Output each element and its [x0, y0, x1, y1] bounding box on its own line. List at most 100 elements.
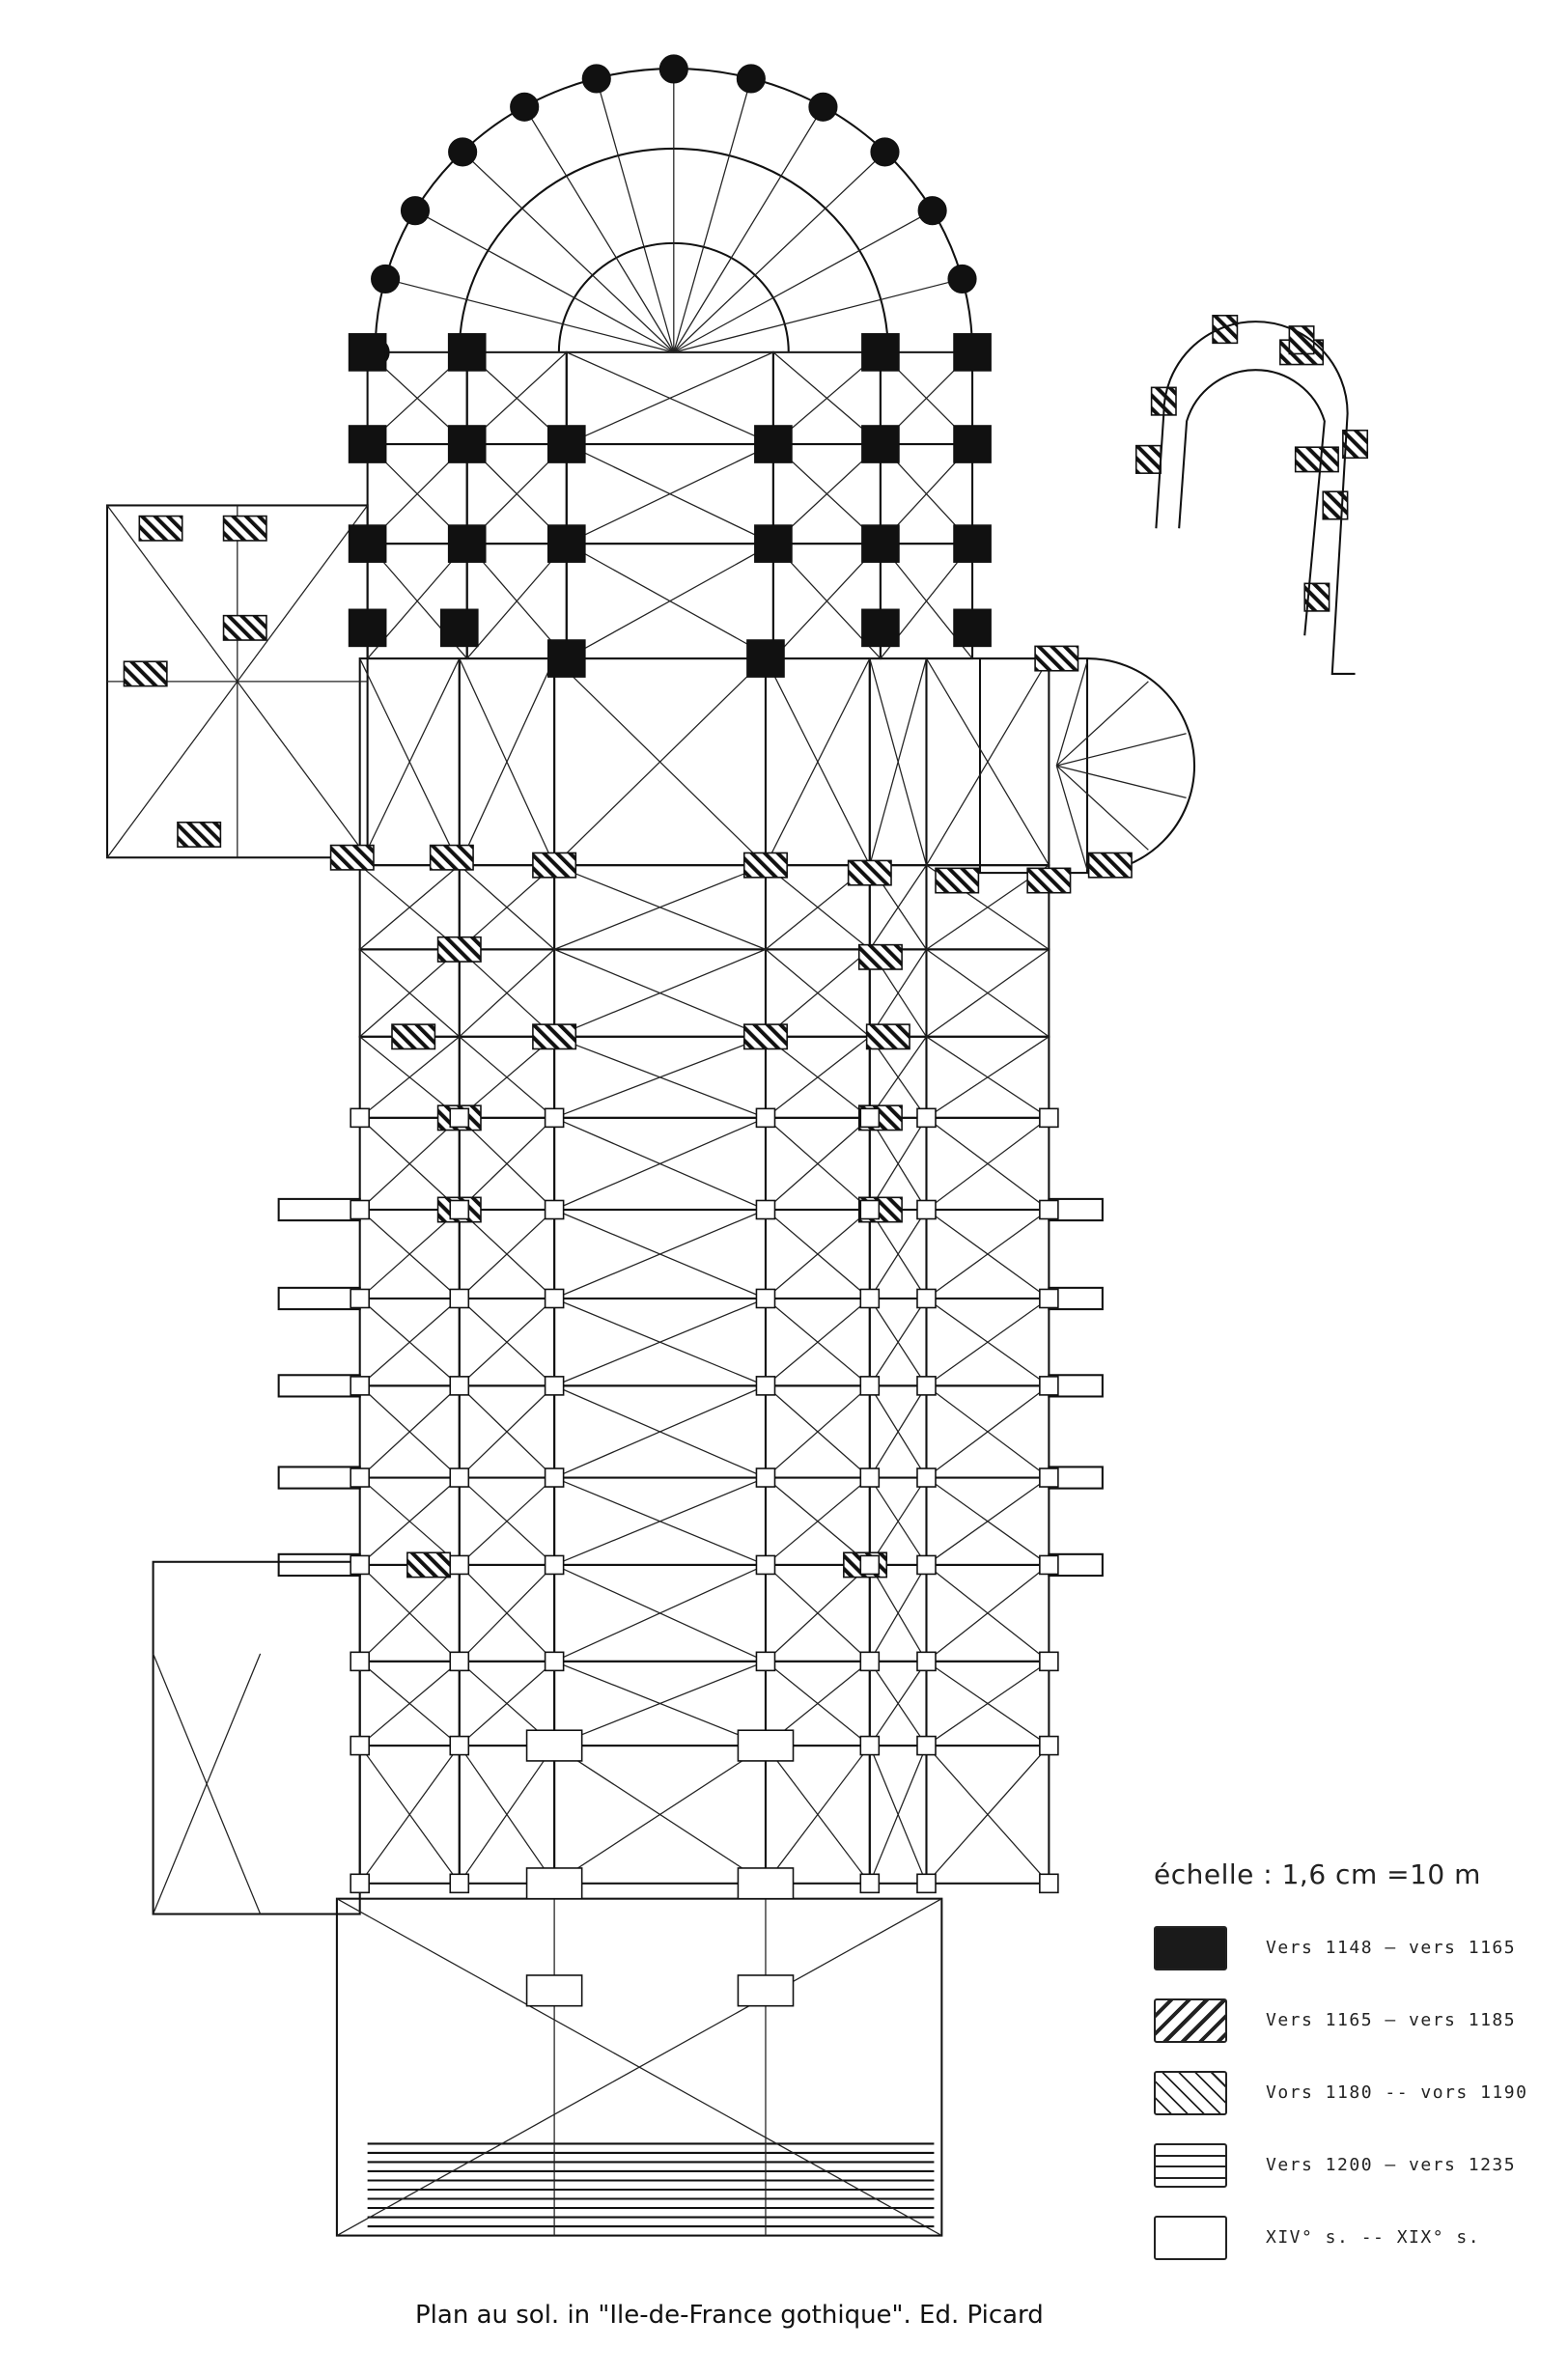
- rib-line: [459, 1209, 555, 1299]
- pier-hatched: [329, 844, 375, 871]
- rib-line: [359, 1384, 461, 1479]
- horizontal-lines-swatch: [1154, 2142, 1227, 2188]
- rib-line: [869, 1298, 928, 1386]
- pier-plain: [350, 1107, 371, 1129]
- pier-plain: [859, 1554, 881, 1576]
- pier-black: [348, 524, 387, 563]
- pier-plain: [544, 1467, 565, 1488]
- rib-line: [459, 1564, 555, 1662]
- wall-rect: [925, 1745, 1050, 1885]
- pier-plain: [755, 1199, 776, 1220]
- legend-label: Vers 1165 — vers 1185: [1266, 2010, 1517, 2030]
- rib-line: [359, 1661, 461, 1746]
- pier-plain: [755, 1467, 776, 1488]
- pier-plain: [916, 1873, 937, 1894]
- rib-line: [553, 1209, 767, 1299]
- pier-plain: [1039, 1467, 1059, 1488]
- pier-plain: [1039, 1554, 1059, 1576]
- pier-plain: [350, 1873, 371, 1894]
- rib-line: [926, 1564, 1050, 1662]
- rib-line: [336, 1898, 942, 2237]
- pier-plain: [449, 1873, 470, 1894]
- pier-black: [953, 524, 992, 563]
- rib-line: [1055, 661, 1088, 767]
- scale-label: échelle : 1,6 cm =10 m: [1154, 1858, 1481, 1890]
- rib-line: [926, 1036, 1050, 1119]
- rib-line: [153, 1653, 262, 1914]
- rib-line: [765, 1384, 871, 1479]
- pier-plain: [737, 1974, 795, 2007]
- pier-hatched: [1034, 645, 1079, 672]
- pier-black: [510, 92, 540, 122]
- wall-rect: [277, 1197, 361, 1222]
- rib-line: [459, 657, 555, 866]
- rib-line: [459, 864, 555, 950]
- pier-plain: [449, 1107, 470, 1129]
- pier-plain: [1039, 1107, 1059, 1129]
- rib-line: [1056, 733, 1187, 767]
- legend-label: Vors 1180 -- vors 1190: [1266, 2082, 1528, 2103]
- rib-line: [673, 78, 752, 353]
- pier-plain: [525, 1974, 583, 2007]
- rib-line: [869, 949, 928, 1038]
- pier-plain: [1039, 1199, 1059, 1220]
- rib-line: [926, 1661, 1050, 1746]
- pier-plain: [350, 1651, 371, 1672]
- plan-vault-ribs: [106, 69, 1187, 2237]
- empty-swatch: [1154, 2215, 1227, 2260]
- reverse-hatch-swatch: [1154, 2070, 1227, 2115]
- pier-plain: [1039, 1873, 1059, 1894]
- pier-plain: [449, 1554, 470, 1576]
- pier-hatched: [222, 614, 267, 641]
- rib-line: [1055, 681, 1149, 767]
- inset-outline: [1155, 321, 1356, 675]
- inset-inner: [1178, 369, 1326, 636]
- wall-rect: [277, 1374, 361, 1398]
- legend-item: Vers 1200 — vers 1235: [1154, 2129, 1559, 2201]
- pier-hatched: [138, 515, 183, 542]
- rib-line: [673, 151, 885, 353]
- pier-plain: [859, 1288, 881, 1309]
- rib-line: [925, 657, 1050, 866]
- plan-piers: [123, 54, 1369, 2007]
- pier-black: [447, 333, 487, 372]
- pier-black: [447, 425, 487, 463]
- rib-line: [359, 657, 461, 866]
- pier-black: [447, 524, 487, 563]
- rib-line: [459, 1036, 555, 1119]
- pier-plain: [449, 1376, 470, 1396]
- pier-plain: [449, 1467, 470, 1488]
- rib-line: [359, 1036, 461, 1119]
- rib-line: [926, 1117, 1050, 1211]
- pier-black: [371, 264, 401, 294]
- legend: échelle : 1,6 cm =10 m Vers 1148 — vers …: [1154, 1858, 1559, 2274]
- pier-black: [917, 196, 947, 226]
- pier-black: [348, 425, 387, 463]
- pier-black: [581, 64, 611, 94]
- pier-hatched: [1087, 852, 1133, 879]
- rib-line: [359, 1477, 461, 1566]
- pier-plain: [544, 1376, 565, 1396]
- rib-line: [765, 1298, 871, 1386]
- pier-plain: [350, 1554, 371, 1576]
- rib-line: [459, 1298, 555, 1386]
- pier-plain: [755, 1107, 776, 1129]
- pier-black: [754, 425, 793, 463]
- pier-black: [448, 137, 478, 167]
- pier-hatched: [1134, 444, 1162, 474]
- rib-line: [869, 1564, 928, 1662]
- pier-black: [658, 54, 688, 84]
- pier-plain: [916, 1735, 937, 1756]
- rib-line: [673, 106, 824, 353]
- plan-walls: [105, 68, 1196, 2237]
- legend-item: Vers 1165 — vers 1185: [1154, 1984, 1559, 2056]
- rib-line: [359, 864, 461, 950]
- pier-plain: [525, 1867, 583, 1900]
- rib-line: [869, 1477, 928, 1566]
- pier-plain: [449, 1288, 470, 1309]
- rib-line: [926, 1298, 1050, 1386]
- legend-item: Vers 1148 — vers 1165: [1154, 1912, 1559, 1984]
- pier-hatched: [935, 867, 980, 894]
- rib-line: [566, 351, 774, 445]
